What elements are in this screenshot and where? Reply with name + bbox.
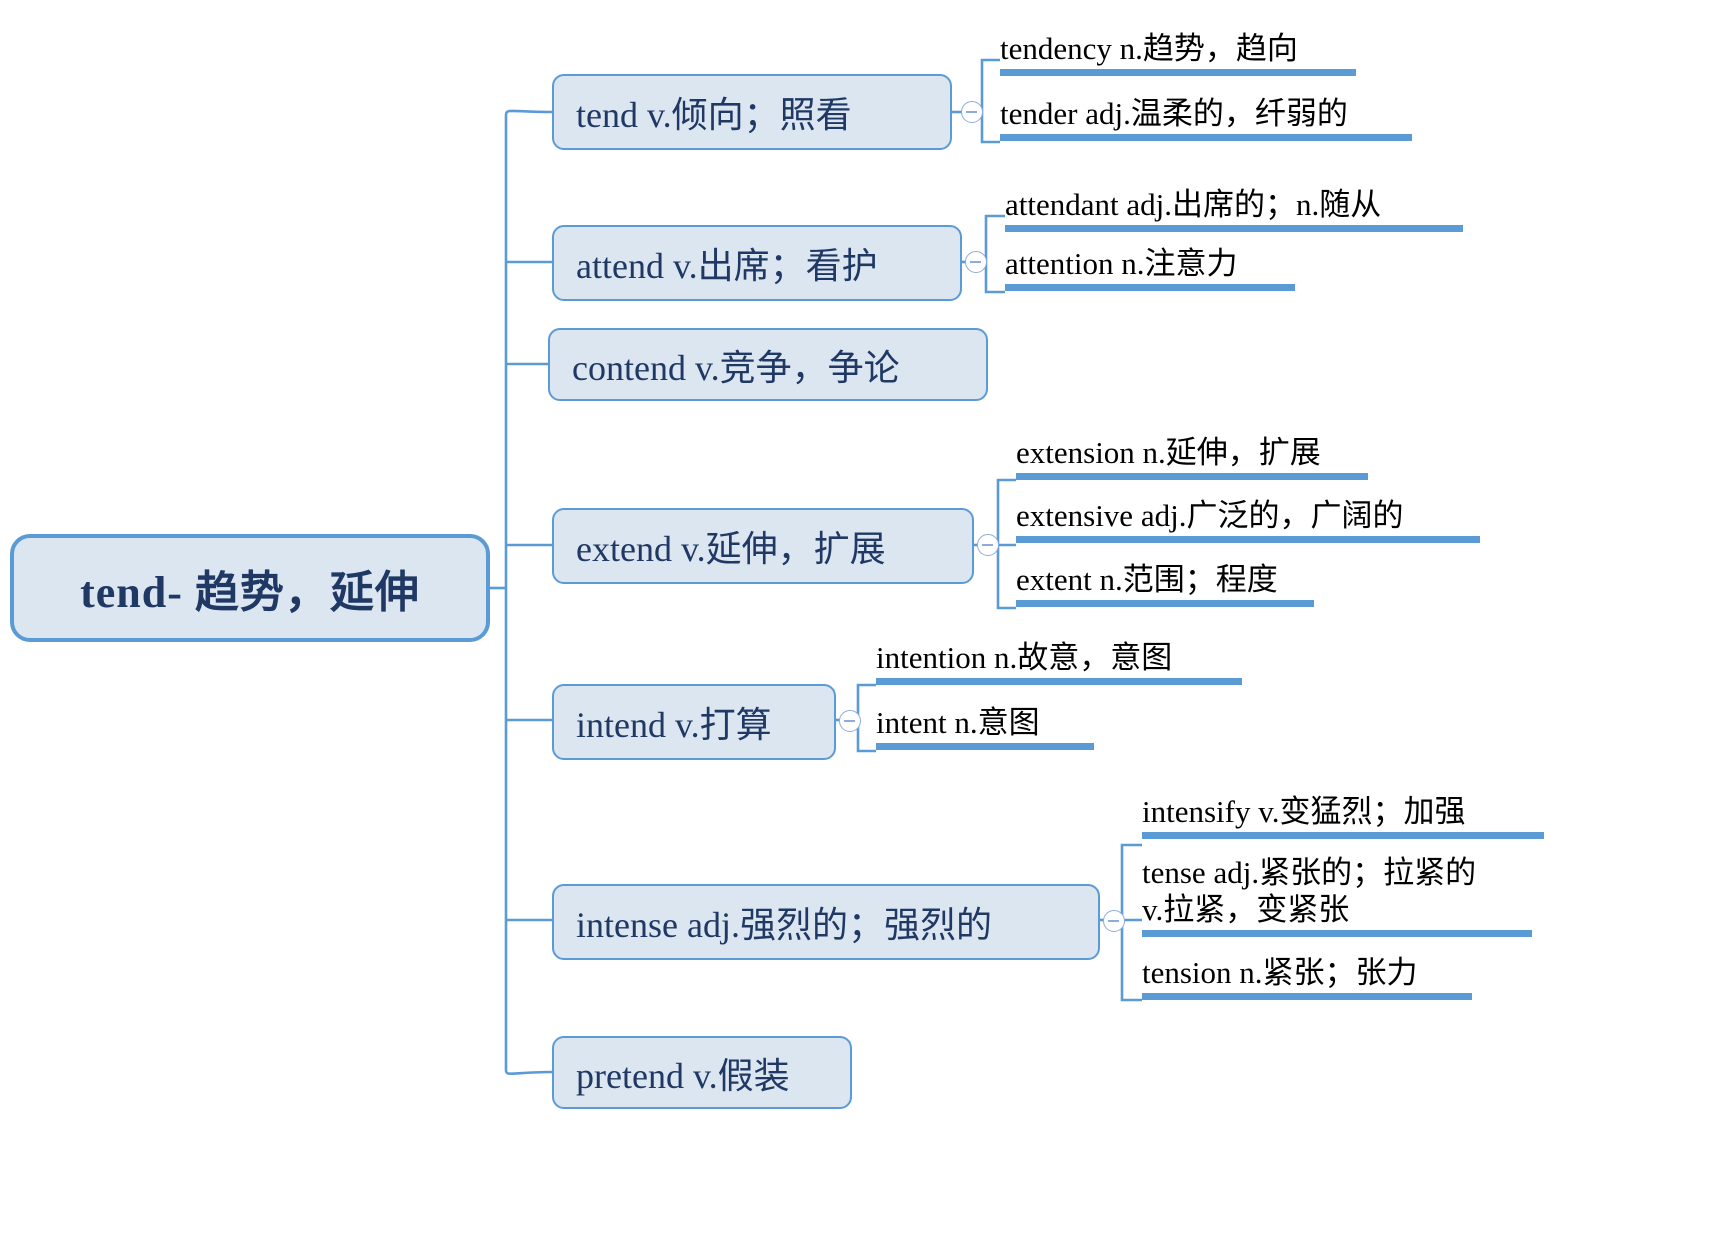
branch-node-intense[interactable]: intense adj.强烈的；强烈的	[552, 884, 1100, 960]
leaf-text: intent n.意图	[876, 705, 1040, 740]
branch-node-attend[interactable]: attend v.出席；看护	[552, 225, 962, 301]
branch-node-contend[interactable]: contend v.竞争，争论	[548, 328, 988, 401]
branch-node-extend[interactable]: extend v.延伸，扩展	[552, 508, 974, 584]
branch-node-tend[interactable]: tend v.倾向；照看	[552, 74, 952, 150]
leaf-text: attention n.注意力	[1005, 246, 1238, 281]
leaf-underline	[876, 742, 1094, 750]
collapse-minus-icon-tend[interactable]	[961, 101, 983, 123]
leaf-underline	[1016, 472, 1368, 480]
leaf-underline	[1000, 68, 1356, 76]
leaf-text: extension n.延伸，扩展	[1016, 435, 1321, 470]
branch-node-pretend[interactable]: pretend v.假装	[552, 1036, 852, 1109]
leaf-underline	[1000, 133, 1412, 141]
leaf-text: attendant adj.出席的；n.随从	[1005, 187, 1382, 222]
branch-label-attend: attend v.出席；看护	[576, 246, 878, 286]
collapse-minus-icon-extend[interactable]	[977, 534, 999, 556]
leaf-underline	[876, 677, 1242, 685]
leaf-item-intention[interactable]: intention n.故意，意图	[876, 640, 1242, 685]
collapse-minus-icon-intend[interactable]	[839, 710, 861, 732]
leaf-text: extensive adj.广泛的，广阔的	[1016, 498, 1404, 533]
leaf-item-tense[interactable]: tense adj.紧张的；拉紧的 v.拉紧，变紧张	[1142, 855, 1532, 938]
leaf-underline	[1005, 224, 1463, 232]
branch-label-intense: intense adj.强烈的；强烈的	[576, 905, 992, 945]
branch-label-contend: contend v.竞争，争论	[572, 347, 900, 388]
root-node[interactable]: tend- 趋势，延伸	[10, 534, 490, 642]
leaf-underline	[1016, 535, 1480, 543]
root-label: tend- 趋势，延伸	[80, 568, 420, 617]
leaf-item-tendency[interactable]: tendency n.趋势，趋向	[1000, 31, 1356, 76]
branch-node-intend[interactable]: intend v.打算	[552, 684, 836, 760]
leaf-underline	[1142, 992, 1472, 1000]
leaf-underline	[1016, 599, 1314, 607]
leaf-item-intent[interactable]: intent n.意图	[876, 705, 1094, 750]
leaf-underline	[1142, 930, 1532, 938]
leaf-text: intensify v.变猛烈；加强	[1142, 794, 1466, 829]
branch-label-tend: tend v.倾向；照看	[576, 95, 852, 135]
leaf-text: intention n.故意，意图	[876, 640, 1173, 675]
branch-label-pretend: pretend v.假装	[576, 1055, 790, 1096]
leaf-item-intensify[interactable]: intensify v.变猛烈；加强	[1142, 794, 1544, 839]
branch-label-intend: intend v.打算	[576, 705, 772, 745]
leaf-item-extension[interactable]: extension n.延伸，扩展	[1016, 435, 1368, 480]
leaf-text: extent n.范围；程度	[1016, 562, 1278, 597]
leaf-item-extent[interactable]: extent n.范围；程度	[1016, 562, 1314, 607]
leaf-item-attention[interactable]: attention n.注意力	[1005, 246, 1295, 291]
leaf-underline	[1142, 831, 1544, 839]
leaf-item-tender[interactable]: tender adj.温柔的，纤弱的	[1000, 96, 1412, 141]
leaf-underline	[1005, 283, 1295, 291]
leaf-text: tendency n.趋势，趋向	[1000, 31, 1298, 66]
branch-label-extend: extend v.延伸，扩展	[576, 529, 886, 569]
collapse-minus-icon-attend[interactable]	[965, 251, 987, 273]
leaf-text-line-2: v.拉紧，变紧张	[1142, 891, 1350, 927]
leaf-text: tension n.紧张；张力	[1142, 955, 1418, 990]
leaf-item-attendant[interactable]: attendant adj.出席的；n.随从	[1005, 187, 1463, 232]
leaf-item-extensive[interactable]: extensive adj.广泛的，广阔的	[1016, 498, 1480, 543]
collapse-minus-icon-intense[interactable]	[1103, 910, 1125, 932]
leaf-item-tension[interactable]: tension n.紧张；张力	[1142, 955, 1472, 1000]
leaf-text: tender adj.温柔的，纤弱的	[1000, 96, 1348, 131]
leaf-text-line-1: tense adj.紧张的；拉紧的	[1142, 855, 1477, 890]
